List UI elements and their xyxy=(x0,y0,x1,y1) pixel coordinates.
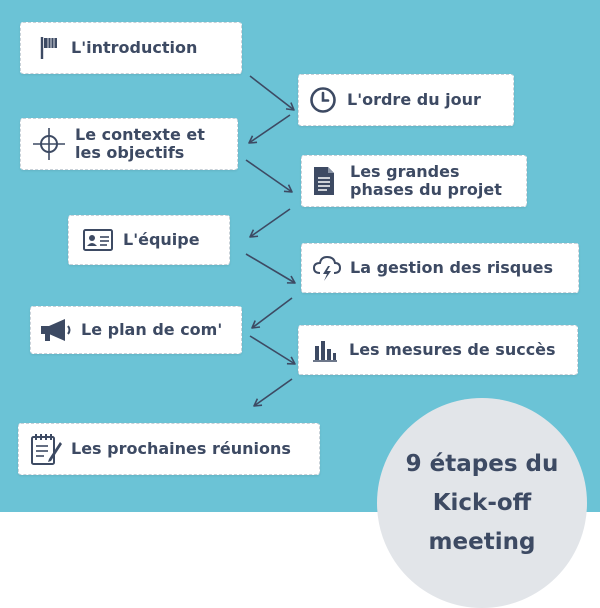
arrow-3-to-4 xyxy=(245,159,293,193)
step-label: Les mesures de succès xyxy=(349,340,556,359)
step-agenda: L'ordre du jour xyxy=(298,74,514,126)
flag-icon xyxy=(37,35,63,61)
step-context-objectives: Le contexte et les objectifs xyxy=(20,118,238,170)
id-card-icon xyxy=(83,229,113,251)
step-label: Les grandes phases du projet xyxy=(350,162,502,199)
arrow-1-to-2 xyxy=(249,75,295,111)
step-success-measures: Les mesures de succès xyxy=(298,325,578,375)
megaphone-icon xyxy=(39,317,73,343)
bar-chart-icon xyxy=(313,338,337,362)
storm-cloud-icon xyxy=(312,254,342,282)
step-introduction: L'introduction xyxy=(20,22,242,74)
title-circle: 9 étapes du Kick-off meeting xyxy=(377,398,587,608)
step-label: L'introduction xyxy=(71,38,198,57)
document-icon xyxy=(312,166,336,196)
arrow-8-to-9 xyxy=(253,378,293,407)
step-label: La gestion des risques xyxy=(350,258,553,277)
step-risk-management: La gestion des risques xyxy=(301,243,579,293)
arrow-5-to-6 xyxy=(245,253,296,284)
step-next-meetings: Les prochaines réunions xyxy=(18,423,320,475)
step-label: Le contexte et les objectifs xyxy=(75,125,205,162)
step-communication-plan: Le plan de com' xyxy=(30,306,242,354)
arrow-4-to-5 xyxy=(249,208,291,238)
step-team: L'équipe xyxy=(68,215,230,265)
step-label: Les prochaines réunions xyxy=(71,439,291,458)
step-label: L'équipe xyxy=(123,230,200,249)
notepad-pencil-icon xyxy=(29,432,63,466)
arrow-7-to-8 xyxy=(249,335,296,365)
clock-icon xyxy=(309,86,337,114)
step-label: Le plan de com' xyxy=(81,320,223,339)
arrow-2-to-3 xyxy=(248,114,291,144)
step-label: L'ordre du jour xyxy=(347,90,481,109)
step-project-phases: Les grandes phases du projet xyxy=(301,155,527,207)
diagram-title: 9 étapes du Kick-off meeting xyxy=(405,450,559,555)
crosshair-icon xyxy=(31,126,67,162)
arrow-6-to-7 xyxy=(251,297,293,329)
